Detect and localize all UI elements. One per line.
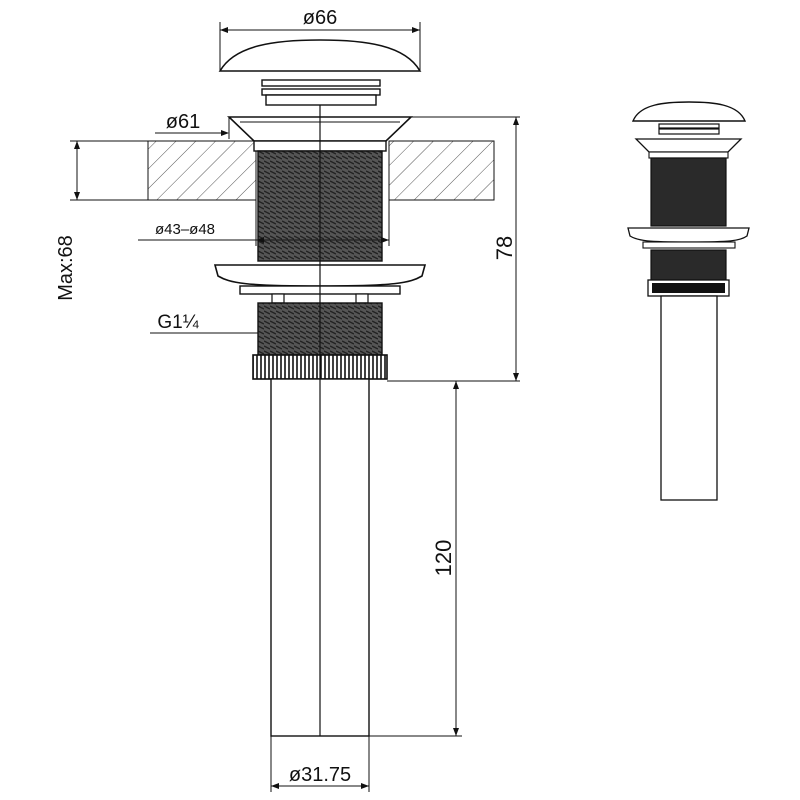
dim-cap-diameter: [219, 22, 421, 70]
dim-hole-diameter: [138, 200, 390, 246]
dim-body-height: [387, 117, 520, 382]
dim-tailpipe-diameter: [270, 736, 370, 792]
dim-flange-diameter: [155, 116, 520, 139]
dimension-lines: [70, 22, 520, 792]
label-cap-diameter: ø66: [303, 7, 337, 29]
dim-max-thickness: [70, 140, 148, 201]
label-body-height: 78: [492, 236, 517, 260]
label-flange-diameter: ø61: [166, 111, 200, 133]
label-tailpipe-diameter: ø31.75: [289, 764, 351, 786]
label-tailpipe-length: 120: [431, 540, 456, 577]
countertop: [147, 140, 495, 201]
label-thread: G1¼: [157, 312, 199, 333]
label-max-thickness: Max:68: [55, 235, 77, 301]
exterior-view: [627, 101, 750, 501]
dimension-labels: ø66 ø61 ø43–ø48 G1¼ Max:68 78 120 ø31.75: [55, 7, 517, 786]
dim-tailpipe-length: [369, 381, 462, 737]
pop-up-cap: [218, 39, 422, 106]
main-section-view: [147, 39, 495, 737]
label-hole-diameter: ø43–ø48: [155, 221, 215, 238]
